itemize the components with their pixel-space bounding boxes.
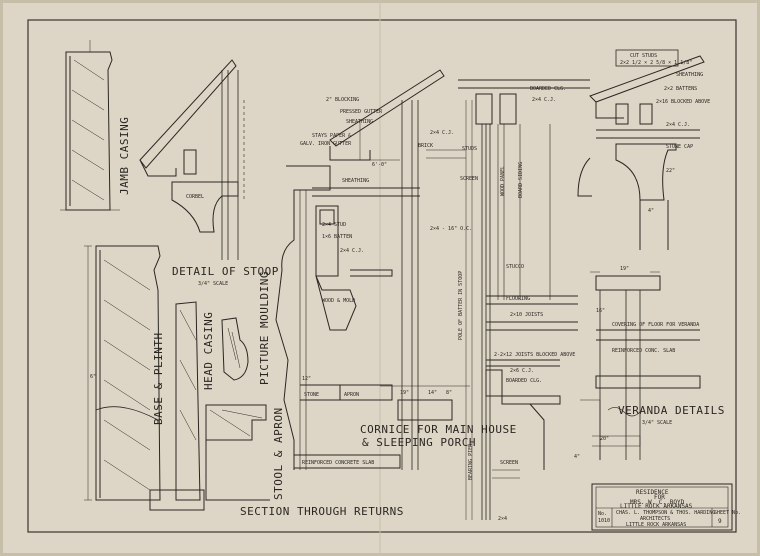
detail-stoop-scale: 3/4" SCALE [198, 281, 228, 287]
stays-label: STAYS PAPER & [312, 133, 351, 139]
cut-studs-dims: 2×2 1/2 × 2 5/8 × 1 1/8" [620, 60, 692, 66]
dim-8-label: 8" [446, 390, 452, 396]
stone-label: STONE [304, 392, 319, 398]
boarded-clg-label: BOARDED CLG. [530, 86, 566, 92]
apron-label: APRON [344, 392, 359, 398]
reinforced-concrete-label: REINFORCED CONCRETE SLAB [302, 460, 374, 466]
stoop-note: CORBEL [186, 194, 204, 200]
stucco-label: STUCCO [506, 264, 524, 270]
dim-14-label: 14" [428, 390, 437, 396]
section-returns-detail [205, 165, 401, 501]
cut-studs-label: CUT STUDS [630, 53, 657, 59]
bearing-pier-label: BEARING PIER [468, 443, 474, 480]
dim-2x4-label: 2×4 [498, 516, 507, 522]
sheathing-right-label: SHEATHING [676, 72, 703, 78]
section-returns-title: SECTION THROUGH RETURNS [240, 505, 404, 518]
wood-mold-label: WOOD & MOLD [322, 298, 355, 304]
dim-6-0-label: 6'-0" [372, 162, 387, 168]
reinforced-slab-label: REINFORCED CONC. SLAB [612, 348, 675, 354]
sheet-border [27, 19, 737, 533]
covering-floor-label: COVERING OF FLOOR FOR VERANDA [612, 322, 699, 328]
cj-mid-label: 2×4 C.J. [430, 130, 454, 136]
wood-panel-label: WOOD PANEL [500, 166, 506, 196]
dim-20-label: 20" [600, 436, 609, 442]
head-casing-title: HEAD CASING [202, 312, 215, 390]
title-block-line1: RESIDENCE [636, 489, 669, 496]
veranda-title: VERANDA DETAILS [618, 404, 725, 417]
title-block-line4: LITTLE ROCK ARKANSAS [620, 503, 693, 510]
dim-4-label: 4" [648, 208, 654, 214]
cj-top-label: 2×4 C.J. [532, 97, 556, 103]
jamb-casing-detail [60, 40, 120, 211]
title-block-line2: FOR [654, 494, 665, 501]
title-block-architect: CHAS. L. THOMPSON & THOS. HARDING [616, 510, 715, 516]
title-block-line3: MRS. W. C. BOYD [630, 499, 685, 506]
x2-blocking-label: 2" BLOCKING [326, 97, 359, 103]
stone-cap-label: STONE CAP [666, 144, 693, 150]
picture-moulding-title: PICTURE MOULDING [258, 271, 271, 385]
pressed-gutter-label: PRESSED GUTTER [340, 109, 383, 115]
pole-batter-label: POLE OF BATTER IN STOOP [458, 271, 464, 340]
dim-4b-label: 4" [574, 454, 580, 460]
dim-19-label: 19" [620, 266, 629, 272]
veranda-scale: 3/4" SCALE [642, 420, 672, 426]
board-siding-label: BOARD SIDING [518, 162, 524, 198]
batten-2-label: 1×6 BATTEN [322, 234, 352, 240]
cut-studs-callout [615, 49, 679, 67]
dim-19b-label: 19" [400, 390, 409, 396]
cj-2-label: 2×4 C.J. [340, 248, 364, 254]
blocked-right-label: 2×16 BLOCKED ABOVE [656, 99, 710, 105]
galv-gutter-label: GALV. IRON GUTTER [300, 141, 352, 147]
studs-bay-label: STUDS [462, 146, 477, 152]
base-dim-6: 6" [90, 374, 96, 380]
title-block-sheet-label: SHEET No. [714, 510, 741, 516]
stud-label: 2×4 STUD [322, 222, 346, 228]
base-plinth-title: BASE & PLINTH [152, 332, 165, 425]
picture-moulding-detail [221, 317, 249, 381]
blocked-above-label: 2-2×12 JOISTS BLOCKED ABOVE [494, 352, 575, 358]
dim-22-label: 22" [666, 168, 675, 174]
stoop-detail [139, 59, 245, 260]
veranda-detail [577, 55, 705, 460]
screen-low-label: SCREEN [500, 460, 518, 466]
title-block-role: ARCHITECTS [640, 516, 670, 522]
title-block-city: LITTLE ROCK ARKANSAS [626, 522, 686, 528]
boarded-low-label: BOARDED CLG. [506, 378, 542, 384]
title-block-sheet-value: 9 [718, 518, 722, 525]
dim-12-label: 12" [302, 376, 311, 382]
detail-stoop-title: DETAIL OF STOOP [172, 265, 279, 278]
title-block-no-label: No. [598, 511, 607, 517]
cornice-title-2: & SLEEPING PORCH [362, 436, 476, 449]
title-block-no-value: 1010 [598, 518, 610, 524]
cj-right-label: 2×4 C.J. [666, 122, 690, 128]
sheathing-mid-label: SHEATHING [346, 119, 373, 125]
title-block [591, 483, 733, 531]
brick-label: BRICK [418, 143, 433, 149]
studs-16-label: 2×4 - 16" O.C. [430, 226, 472, 232]
sheathing-2-label: SHEATHING [342, 178, 369, 184]
cornice-detail [312, 69, 470, 470]
jamb-casing-title: JAMB CASING [118, 117, 131, 195]
dim-16-label: 16" [596, 308, 605, 314]
batten-right-label: 2×2 BATTENS [664, 86, 697, 92]
screen-label: SCREEN [460, 176, 478, 182]
cornice-title-1: CORNICE FOR MAIN HOUSE [360, 423, 517, 436]
stool-apron-title: STOOL & APRON [272, 407, 285, 500]
joists-label: 2×10 JOISTS [510, 312, 543, 318]
base-plinth-detail [84, 245, 205, 511]
cj-low-label: 2×6 C.J. [510, 368, 534, 374]
flooring-label: FLOORING [506, 296, 530, 302]
wall-section-detail [458, 79, 590, 520]
